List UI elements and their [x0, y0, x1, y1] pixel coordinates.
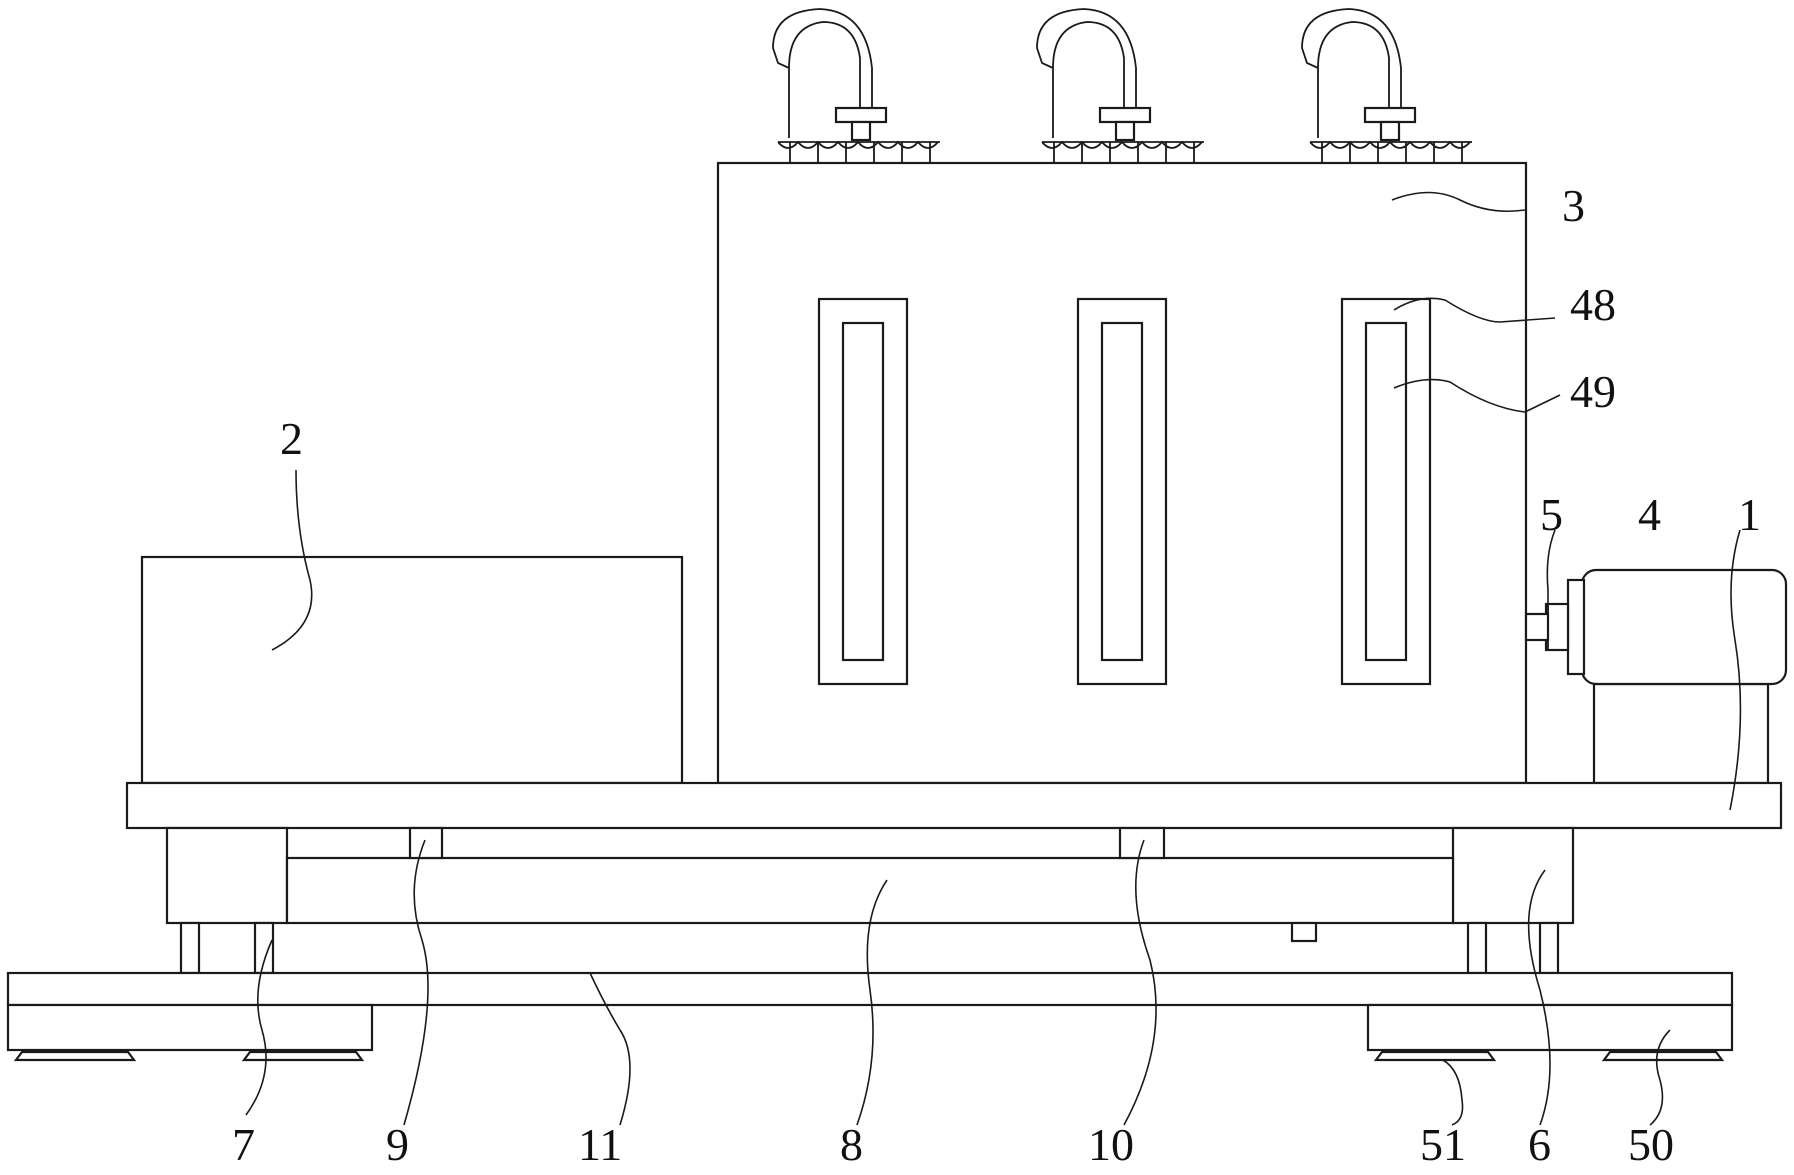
- window-right: [1340, 297, 1432, 686]
- leader-7: [245, 939, 273, 1116]
- label-49: 49: [1570, 366, 1616, 417]
- base-plate: [125, 781, 1783, 830]
- label-4: 4: [1638, 489, 1661, 540]
- leader-48: [1393, 297, 1556, 323]
- label-6: 6: [1528, 1119, 1551, 1170]
- leader-3: [1391, 191, 1526, 213]
- label-2: 2: [280, 413, 303, 464]
- label-10: 10: [1088, 1119, 1134, 1170]
- left-box: [140, 555, 684, 785]
- label-1: 1: [1738, 489, 1761, 540]
- label-11: 11: [578, 1119, 622, 1170]
- label-9: 9: [386, 1119, 409, 1170]
- label-51: 51: [1420, 1119, 1466, 1170]
- part-labels: 3 48 49 2 5 4 1 7 9 11 8 10 51 6 50: [232, 180, 1761, 1170]
- leader-2: [271, 469, 313, 651]
- faucet-left: [772, 8, 940, 162]
- window-middle: [1076, 297, 1168, 686]
- motor-assembly: [1524, 568, 1788, 785]
- under-structure: [6, 826, 1734, 1062]
- leader-6: [1527, 869, 1551, 1126]
- leader-8: [856, 879, 888, 1126]
- window-left: [817, 297, 909, 686]
- leader-50: [1649, 1029, 1671, 1126]
- leader-11: [589, 972, 631, 1126]
- label-48: 48: [1570, 279, 1616, 330]
- label-3: 3: [1562, 180, 1585, 231]
- label-7: 7: [232, 1119, 255, 1170]
- leader-49: [1393, 378, 1561, 413]
- label-8: 8: [840, 1119, 863, 1170]
- faucet-middle: [1036, 8, 1204, 162]
- label-5: 5: [1540, 489, 1563, 540]
- leader-5: [1546, 529, 1556, 620]
- leader-1: [1729, 529, 1742, 811]
- leader-10: [1123, 839, 1157, 1126]
- leader-lines: [245, 191, 1742, 1126]
- label-50: 50: [1628, 1119, 1674, 1170]
- leader-51: [1442, 1059, 1464, 1126]
- faucet-right: [1301, 8, 1472, 162]
- leader-9: [403, 839, 429, 1126]
